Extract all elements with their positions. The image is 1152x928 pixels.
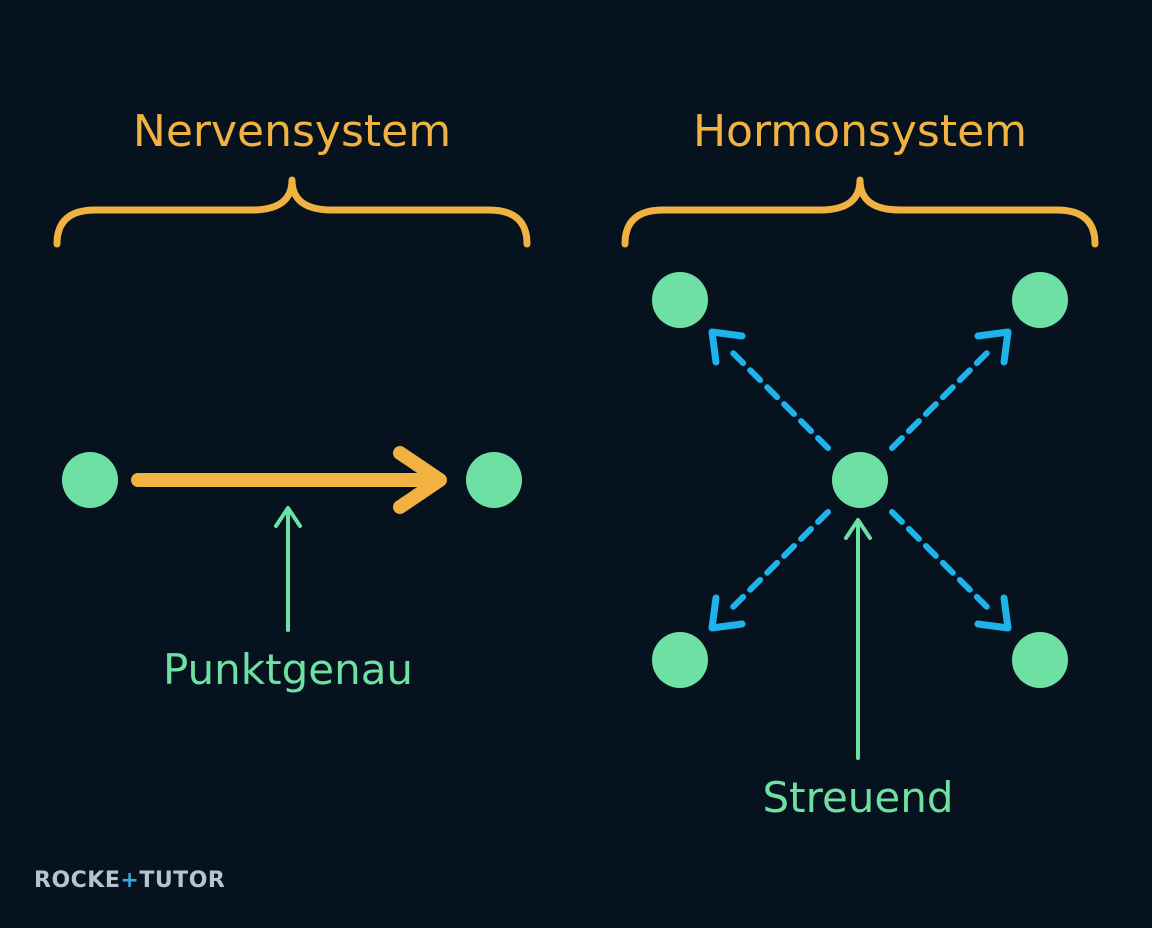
target-node-bottom-right (1012, 632, 1068, 688)
punktgenau-label: Punktgenau (163, 645, 413, 694)
streuend-pointer-arrow (844, 518, 872, 760)
hormone-arrow-bottom-left (708, 509, 831, 632)
hormone-arrow-top-right (889, 328, 1012, 451)
source-cell-node (62, 452, 118, 508)
nerve-signal-arrow (131, 446, 447, 514)
hormone-arrow-bottom-right (889, 509, 1012, 632)
hormonsystem-title: Hormonsystem (693, 106, 1027, 157)
gland-center-node (832, 452, 888, 508)
target-node-bottom-left (652, 632, 708, 688)
target-node-top-right (1012, 272, 1068, 328)
target-node-top-left (652, 272, 708, 328)
rocketutor-logo: ROCKE+TUTOR (34, 868, 225, 893)
hormonsystem-brace (621, 176, 1099, 248)
nervensystem-title: Nervensystem (133, 106, 451, 157)
target-cell-node (466, 452, 522, 508)
hormone-arrow-top-left (708, 328, 831, 451)
nervensystem-brace (53, 176, 531, 248)
logo-text-part2: TUTOR (139, 868, 226, 893)
logo-plus-accent: + (120, 868, 140, 893)
logo-text-part1: ROCKE (34, 868, 121, 893)
punktgenau-pointer-arrow (274, 506, 302, 632)
streuend-label: Streuend (762, 773, 953, 822)
